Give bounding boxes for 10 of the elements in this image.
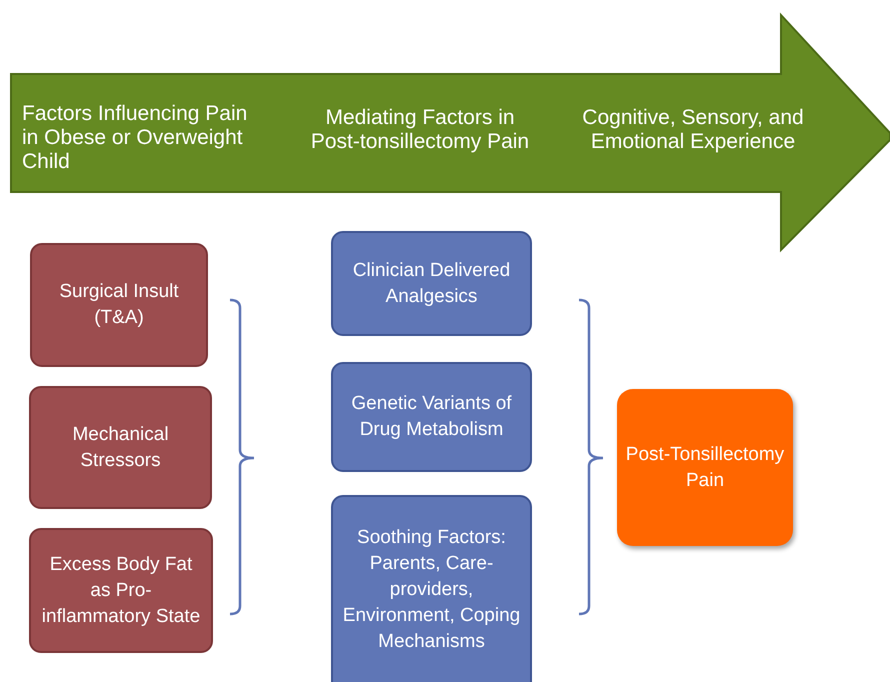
mediating-factor-box: Soothing Factors: Parents, Care-providers, Environment, Coping Mechanisms	[331, 495, 532, 682]
mediating-factor-box: Clinician Delivered Analgesics	[331, 231, 532, 336]
stage-heading: Mediating Factors in Post-tonsillectomy Pain	[310, 106, 530, 154]
factor-box: Surgical Insult (T&A)	[30, 243, 208, 367]
factor-box: Mechanical Stressors	[29, 386, 212, 509]
factor-box: Excess Body Fat as Pro-inflammatory State	[29, 528, 213, 653]
outcome-box: Post-Tonsillectomy Pain	[617, 389, 793, 546]
stage-heading: Cognitive, Sensory, and Emotional Experience	[581, 106, 805, 154]
mediating-factor-box: Genetic Variants of Drug Metabolism	[331, 362, 532, 472]
stage-heading: Factors Influencing Pain in Obese or Overweight Child	[22, 102, 248, 174]
